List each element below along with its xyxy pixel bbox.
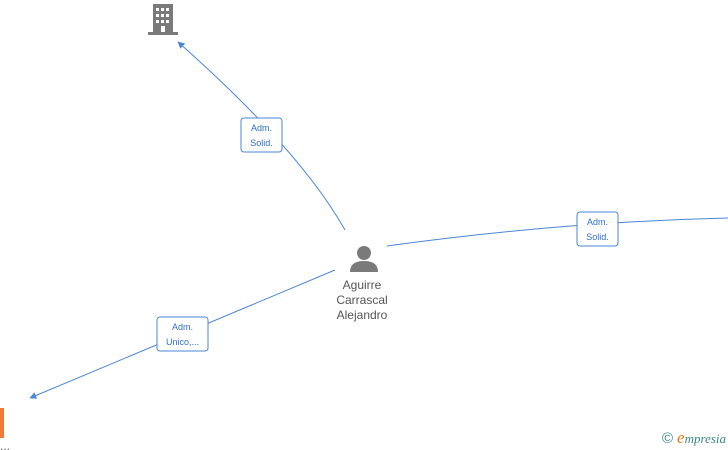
edge-label-top[interactable]: Adm. Solid. [240, 117, 283, 153]
building-icon[interactable] [148, 4, 178, 35]
edge-label-left-line1: Adm. [172, 322, 193, 332]
brand-logo-e: e [677, 428, 685, 447]
person-node[interactable]: Aguirre Carrascal Alejandro [336, 246, 388, 322]
edge-to-right-company [386, 217, 728, 247]
edge-label-right-line1: Adm. [587, 217, 608, 227]
edge-label-left[interactable]: Adm. Unico,... [156, 316, 209, 352]
person-icon [350, 246, 378, 272]
partial-company-label: ... [0, 439, 10, 450]
edge-label-right-line2: Solid. [586, 232, 609, 242]
company-highlight-icon[interactable] [0, 408, 4, 438]
brand-logo-text: mpresia [684, 431, 726, 446]
edge-label-right[interactable]: Adm. Solid. [576, 211, 619, 247]
person-name-line3: Alejandro [337, 308, 388, 322]
edge-label-top-line1: Adm. [251, 123, 272, 133]
edge-label-top-line2: Solid. [250, 138, 273, 148]
copyright-icon: © [661, 430, 674, 447]
empresia-watermark: ©empresia [662, 428, 726, 448]
person-name-line2: Carrascal [336, 293, 387, 307]
person-name-line1: Aguirre [343, 278, 382, 292]
edge-label-left-line2: Unico,... [166, 337, 199, 347]
